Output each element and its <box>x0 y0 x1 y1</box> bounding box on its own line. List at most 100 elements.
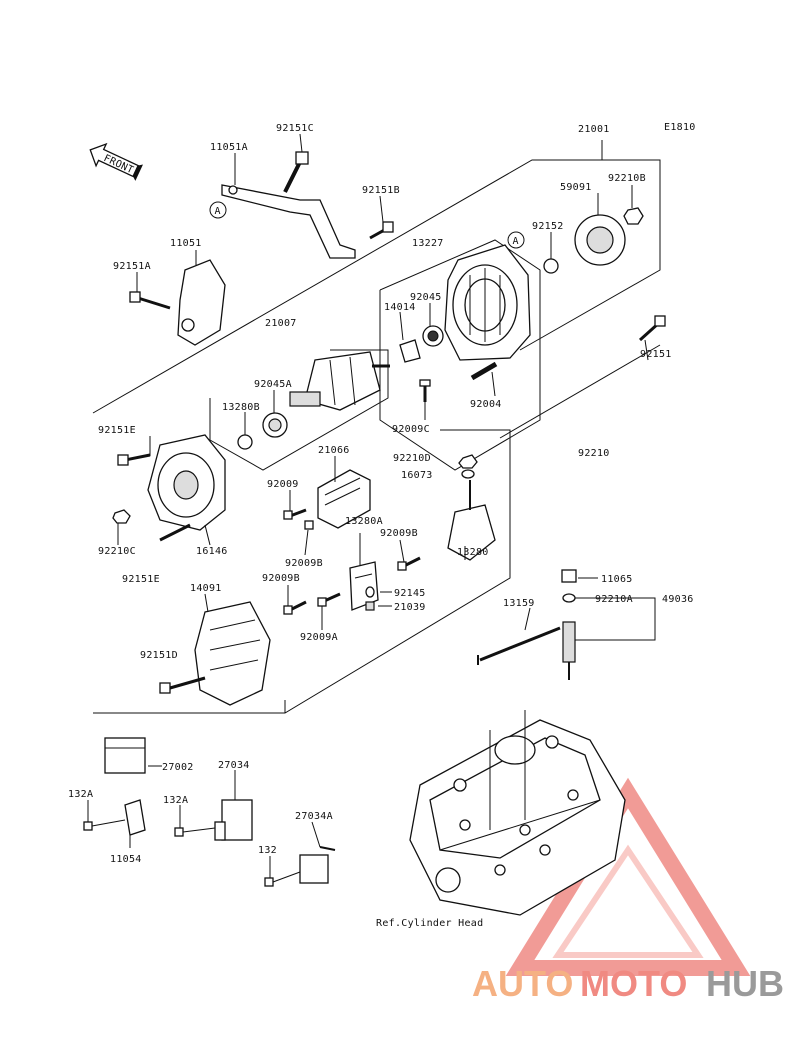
bolt-132A-right <box>174 827 216 837</box>
label-132A-left: 132A <box>68 789 93 800</box>
label-27034: 27034 <box>218 760 250 771</box>
label-49036: 49036 <box>662 594 694 605</box>
bolt-92151E-top <box>117 453 151 466</box>
label-13280A: 13280A <box>345 516 383 527</box>
label-92151C: 92151C <box>276 123 314 134</box>
label-92152: 92152 <box>532 221 564 232</box>
label-92210: 92210 <box>578 448 610 459</box>
screw-92009A <box>317 592 341 607</box>
diagram-code: E1810 <box>664 122 696 133</box>
bolt-92151 <box>638 315 666 342</box>
label-92009B-c: 92009B <box>262 573 300 584</box>
svg-text:A: A <box>513 236 519 247</box>
relay-27034 <box>214 799 253 841</box>
label-13227: 13227 <box>412 238 444 249</box>
bolt-92151B <box>369 221 394 240</box>
label-92145: 92145 <box>394 588 426 599</box>
lead-13159 <box>477 626 561 665</box>
label-92151A: 92151A <box>113 261 151 272</box>
label-92004: 92004 <box>470 399 502 410</box>
screw-92009B-b <box>397 556 421 571</box>
bearing-59091 <box>574 214 626 266</box>
spring-92145 <box>365 586 375 598</box>
bracket-hole <box>228 185 238 195</box>
washer-92210A <box>562 593 576 603</box>
ref-cylinder-head-caption: Ref.Cylinder Head <box>376 918 483 929</box>
reference-mark-a-right: A <box>507 231 525 249</box>
label-21066: 21066 <box>318 445 350 456</box>
front-arrow-icon: FRONT <box>89 142 143 181</box>
label-14091: 14091 <box>190 583 222 594</box>
bolt-lower-rear <box>159 523 191 542</box>
label-16073: 16073 <box>401 470 433 481</box>
rotor-21007 <box>289 351 390 411</box>
label-92045A: 92045A <box>254 379 292 390</box>
label-92009B-b: 92009B <box>285 558 323 569</box>
screw-92009C <box>419 379 431 402</box>
label-92009B-a: 92009B <box>380 528 418 539</box>
leader-lines <box>87 133 656 878</box>
nut-92210D <box>458 454 478 469</box>
cylinder-head <box>409 719 626 916</box>
watermark-brand-auto: AUTO <box>472 963 573 1004</box>
retainer-14014 <box>399 339 421 363</box>
front-housing-13227 <box>444 244 531 361</box>
label-132A-right: 132A <box>163 795 188 806</box>
watermark-brand-moto: MOTO <box>580 963 687 1004</box>
bolt-132A-left <box>83 819 126 831</box>
washer-16073 <box>461 469 475 479</box>
rear-housing-16146 <box>147 434 226 531</box>
label-21001: 21001 <box>578 124 610 135</box>
stud-92004 <box>470 361 498 381</box>
brush-21039 <box>365 601 375 611</box>
label-92210D: 92210D <box>393 453 431 464</box>
plug-11065 <box>561 569 577 583</box>
bracket-11054 <box>124 799 146 836</box>
label-92009C: 92009C <box>392 424 430 435</box>
label-13280: 13280 <box>457 547 489 558</box>
label-13280B: 13280B <box>222 402 260 413</box>
label-92151E-bottom: 92151E <box>122 574 160 585</box>
label-21007: 21007 <box>265 318 297 329</box>
bracket-hole <box>181 318 195 332</box>
rectifier-13280 <box>447 480 496 561</box>
label-92045: 92045 <box>410 292 442 303</box>
label-13159: 13159 <box>503 598 535 609</box>
ring-13280B <box>237 434 253 450</box>
label-92151D: 92151D <box>140 650 178 661</box>
screw-92009B-a <box>304 520 314 530</box>
label-21039: 21039 <box>394 602 426 613</box>
cover-14091 <box>194 601 271 706</box>
bolt-92151C <box>283 151 309 193</box>
watermark-inner-triangle <box>552 844 704 958</box>
label-27034A: 27034A <box>295 811 333 822</box>
bolt-132 <box>264 871 301 887</box>
bolt-92151D <box>159 676 206 694</box>
nut-92210C <box>112 509 131 524</box>
reference-mark-a-left: A <box>209 201 227 219</box>
label-11051A: 11051A <box>210 142 248 153</box>
nut-92210B <box>623 207 644 225</box>
assembly-outline-lines <box>92 140 661 714</box>
bracket-11051 <box>177 259 226 346</box>
label-11054: 11054 <box>110 854 142 865</box>
washer-92152 <box>543 258 559 274</box>
bolt-92151A <box>129 291 171 310</box>
label-92210C: 92210C <box>98 546 136 557</box>
label-14014: 14014 <box>384 302 416 313</box>
label-16146: 16146 <box>196 546 228 557</box>
label-92009A: 92009A <box>300 632 338 643</box>
label-92210B: 92210B <box>608 173 646 184</box>
label-92151B: 92151B <box>362 185 400 196</box>
label-132: 132 <box>258 845 277 856</box>
label-11065: 11065 <box>601 574 633 585</box>
label-92210A: 92210A <box>595 594 633 605</box>
relay-27002 <box>104 737 146 774</box>
screw-92009 <box>283 508 307 520</box>
brush-holder-13280A <box>349 561 379 611</box>
screw-92009B-c <box>283 600 307 615</box>
bracket-11051A <box>221 184 356 259</box>
glow-plug-49036 <box>562 621 576 680</box>
label-92009: 92009 <box>267 479 299 490</box>
